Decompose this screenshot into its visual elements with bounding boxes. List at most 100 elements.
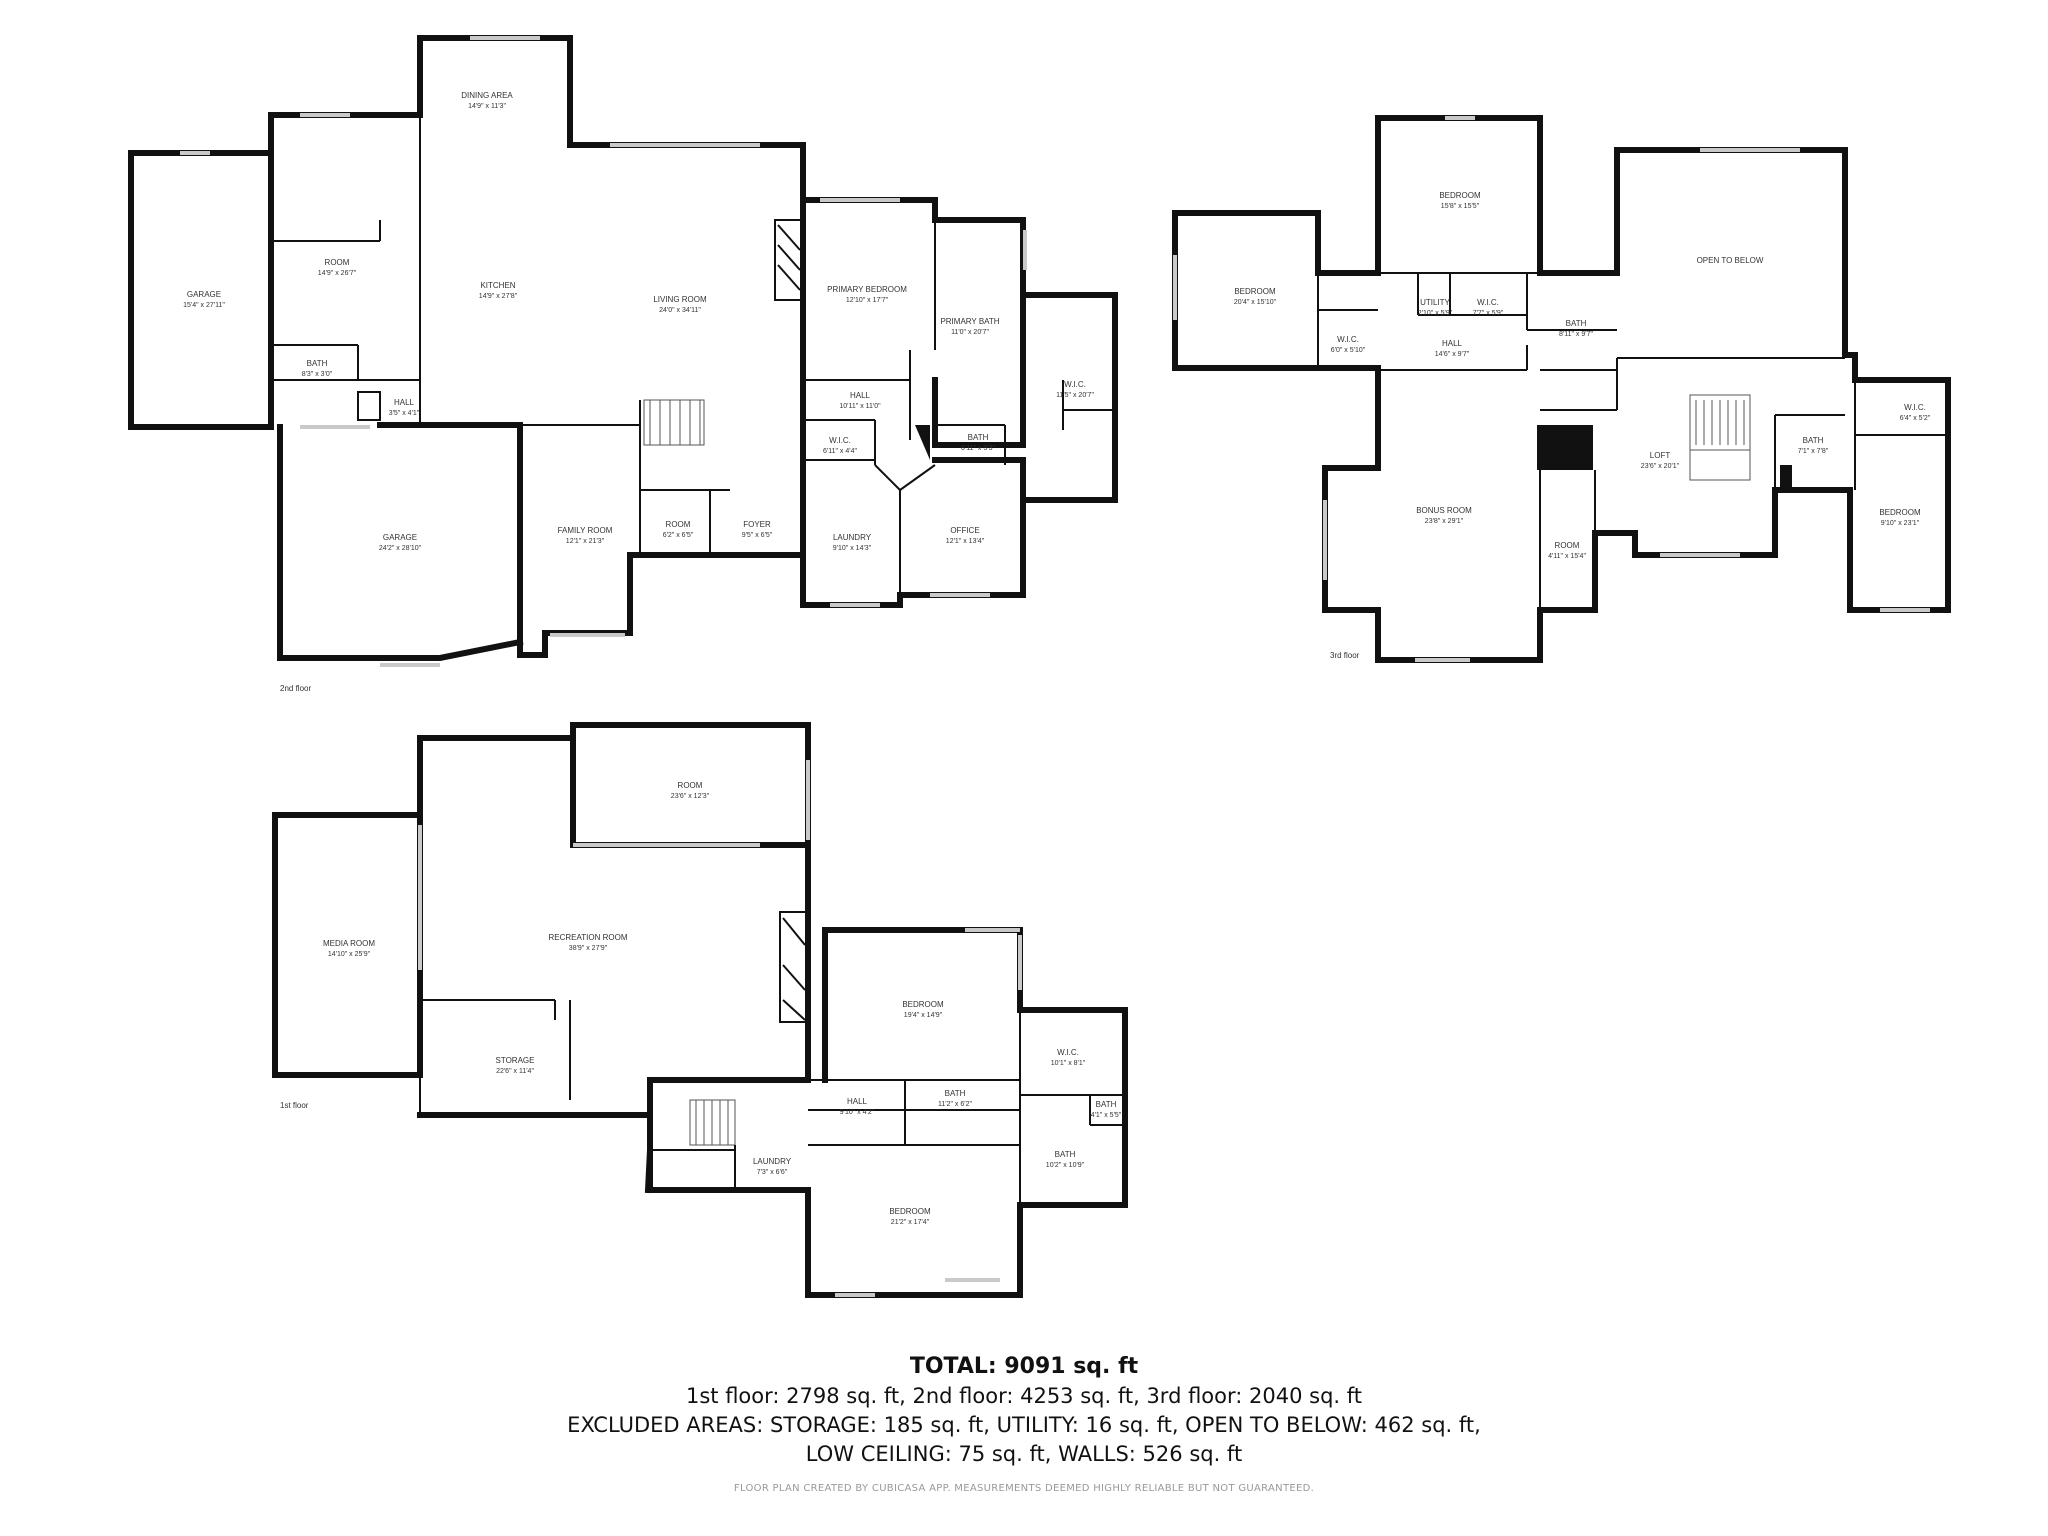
room-dimension: 10'2" x 10'9": [1046, 1162, 1085, 1169]
room-dimension: 24'0" x 34'11": [659, 307, 701, 314]
room-label: BEDROOM: [902, 1000, 944, 1009]
room-dimension: 14'9" x 27'8": [479, 293, 518, 300]
room-dimension: 14'9" x 11'3": [468, 103, 506, 110]
room-dimension: 23'8" x 29'1": [1425, 518, 1464, 525]
room-dimension: 7'7" x 5'9": [1473, 310, 1504, 317]
room-dimension: 24'2" x 28'10": [379, 545, 422, 552]
room-dimension: 19'4" x 14'9": [904, 1012, 943, 1019]
room-label: W.I.C.: [1337, 335, 1359, 344]
room-dimension: 20'4" x 15'10": [1234, 299, 1277, 306]
room-label: PRIMARY BATH: [940, 317, 999, 326]
room-label: BATH: [1566, 319, 1587, 328]
room-dimension: 11'5" x 20'7": [1056, 392, 1094, 399]
room-label: LIVING ROOM: [653, 295, 707, 304]
room-label: RECREATION ROOM: [549, 933, 628, 942]
room-dimension: 8'3" x 3'0": [302, 371, 333, 378]
room-label: BEDROOM: [1234, 287, 1276, 296]
room-dimension: 15'4" x 27'11": [183, 302, 225, 309]
room-dimension: 10'1" x 8'1": [1051, 1060, 1086, 1067]
room-label: HALL: [847, 1097, 868, 1106]
area-summary: TOTAL: 9091 sq. ft 1st floor: 2798 sq. f…: [0, 1352, 2048, 1494]
room-label: BATH: [945, 1089, 966, 1098]
third-floor-plan: BEDROOM 15'8" x 15'5" BEDROOM 20'4" x 15…: [1172, 115, 1951, 663]
room-dimension: 6'2" x 6'5": [663, 532, 694, 539]
room-dimension: 12'1" x 21'3": [566, 538, 605, 545]
room-dimension: 7'1" x 7'8": [1798, 448, 1829, 455]
floor-areas-line: 1st floor: 2798 sq. ft, 2nd floor: 4253 …: [685, 1384, 1363, 1408]
room-label: BEDROOM: [889, 1207, 931, 1216]
room-dimension: 4'11" x 15'4": [1548, 553, 1586, 560]
floor-label: 1st floor: [280, 1101, 309, 1110]
room-label: LAUNDRY: [753, 1157, 792, 1166]
room-label: W.I.C.: [1904, 403, 1926, 412]
room-dimension: 6'11" x 3'3": [961, 445, 995, 452]
room-label: FAMILY ROOM: [558, 526, 613, 535]
room-label: BATH: [1096, 1100, 1117, 1109]
room-label: UTILITY: [1420, 298, 1450, 307]
room-dimension: 23'6" x 12'3": [671, 793, 710, 800]
floor-label: 2nd floor: [280, 684, 311, 693]
room-label: OFFICE: [950, 526, 979, 535]
room-label: BONUS ROOM: [1416, 506, 1472, 515]
room-dimension: 14'6" x 9'7": [1435, 351, 1470, 358]
room-dimension: 9'10" x 23'1": [1881, 520, 1920, 527]
room-dimension: 9'10" x 14'3": [833, 545, 872, 552]
first-floor-plan: ROOM 23'6" x 12'3" MEDIA ROOM 14'10" x 2…: [272, 722, 1128, 1298]
room-label: BATH: [307, 359, 328, 368]
room-label: W.I.C.: [1057, 1048, 1079, 1057]
room-dimension: 6'11" x 4'4": [823, 448, 857, 455]
room-dimension: 12'1" x 13'4": [946, 538, 985, 545]
room-dimension: 2'10" x 5'9": [1418, 310, 1453, 317]
room-label: BEDROOM: [1439, 191, 1481, 200]
room-label: W.I.C.: [829, 436, 851, 445]
room-dimension: 10'11" x 11'0": [839, 403, 881, 410]
excluded-areas-line: EXCLUDED AREAS: STORAGE: 185 sq. ft, UTI…: [567, 1413, 1481, 1437]
room-label: W.I.C.: [1064, 380, 1086, 389]
room-label: GARAGE: [187, 290, 221, 299]
room-label: BATH: [968, 433, 989, 442]
room-label: W.I.C.: [1477, 298, 1499, 307]
second-floor-plan: DINING AREA 14'9" x 11'3" KITCHEN 14'9" …: [128, 35, 1118, 693]
room-dimension: 22'6" x 11'4": [496, 1068, 534, 1075]
room-label: HALL: [850, 391, 871, 400]
room-dimension: 15'8" x 15'5": [1441, 203, 1480, 210]
room-dimension: 14'10" x 25'9": [328, 951, 371, 958]
excluded-areas-line-2: LOW CEILING: 75 sq. ft, WALLS: 526 sq. f…: [805, 1442, 1243, 1466]
floor-label: 3rd floor: [1330, 651, 1360, 660]
room-dimension: 4'1" x 5'5": [1091, 1112, 1122, 1119]
room-label: PRIMARY BEDROOM: [827, 285, 907, 294]
disclaimer-text: FLOOR PLAN CREATED BY CUBICASA APP. MEAS…: [733, 1483, 1315, 1494]
room-dimension: 12'10" x 17'7": [846, 297, 889, 304]
room-label: BATH: [1803, 436, 1824, 445]
room-dimension: 38'9" x 27'9": [569, 945, 608, 952]
room-label: HALL: [1442, 339, 1463, 348]
room-label: HALL: [394, 398, 415, 407]
room-label: LAUNDRY: [833, 533, 872, 542]
room-dimension: 9'5" x 6'5": [742, 532, 773, 539]
total-area: TOTAL: 9091 sq. ft: [909, 1354, 1139, 1379]
floor-plan-drawing: DINING AREA 14'9" x 11'3" KITCHEN 14'9" …: [128, 35, 1951, 1298]
room-dimension: 3'5" x 4'1": [389, 410, 420, 417]
room-label: BATH: [1055, 1150, 1076, 1159]
room-dimension: 14'9" x 26'7": [318, 270, 357, 277]
room-label: OPEN TO BELOW: [1697, 256, 1764, 265]
room-label: DINING AREA: [461, 91, 513, 100]
room-label: ROOM: [325, 258, 350, 267]
room-label: KITCHEN: [480, 281, 515, 290]
room-dimension: 7'3" x 6'6": [757, 1169, 788, 1176]
room-dimension: 8'11" x 9'7": [1559, 331, 1593, 338]
room-dimension: 6'0" x 5'10": [1331, 347, 1366, 354]
room-dimension: 21'2" x 17'4": [891, 1219, 930, 1226]
room-label: LOFT: [1650, 451, 1671, 460]
room-dimension: 23'6" x 20'1": [1641, 463, 1680, 470]
room-label: MEDIA ROOM: [323, 939, 375, 948]
room-dimension: 11'2" x 6'2": [938, 1101, 972, 1108]
room-label: ROOM: [1555, 541, 1580, 550]
room-dimension: 11'0" x 20'7": [951, 329, 989, 336]
room-label: FOYER: [743, 520, 771, 529]
room-label: ROOM: [666, 520, 691, 529]
room-label: STORAGE: [496, 1056, 535, 1065]
room-dimension: 6'4" x 5'2": [1900, 415, 1931, 422]
room-dimension: 9'10" x 4'2": [840, 1109, 875, 1116]
room-label: BEDROOM: [1879, 508, 1921, 517]
